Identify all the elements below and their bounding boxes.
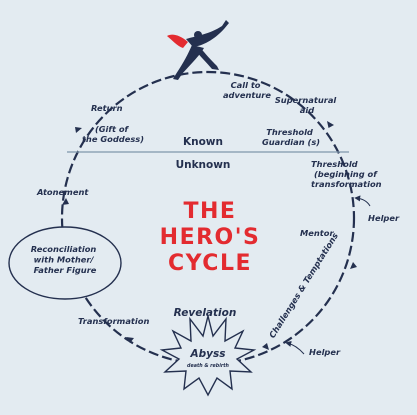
helper-lower-arrow bbox=[285, 340, 305, 355]
cycle-arrow bbox=[75, 127, 82, 133]
transformation-label: Transformation bbox=[78, 316, 149, 326]
cycle-arrow bbox=[126, 337, 134, 343]
supernatural-aid-label: Supernatural aid bbox=[275, 95, 339, 115]
challenges-label: Challenges & Temptations bbox=[267, 231, 340, 340]
threshold-label: Threshold (beginning of transformation bbox=[311, 159, 382, 189]
cycle-arrow bbox=[62, 198, 69, 205]
atonement-label: Atonement bbox=[36, 187, 89, 197]
call-to-adventure-label: Call to adventure bbox=[223, 80, 271, 100]
threshold-guardian-label: Threshold Guardian (s) bbox=[262, 127, 320, 147]
title-line-3: CYCLE bbox=[168, 251, 252, 276]
helper-upper-arrow bbox=[354, 195, 371, 207]
title-line-1: THE bbox=[184, 199, 237, 224]
cycle-arrow bbox=[327, 121, 334, 128]
starburst-icon bbox=[159, 315, 257, 397]
cycle-arrow bbox=[262, 343, 269, 350]
unknown-label: Unknown bbox=[176, 159, 231, 171]
gift-label: (Gift of the Goddess) bbox=[82, 124, 144, 144]
flying-superhero-icon bbox=[167, 20, 229, 80]
reconciliation-bubble bbox=[8, 226, 122, 300]
abyss-label: Abyss bbox=[190, 348, 226, 360]
revelation-label: Revelation bbox=[174, 307, 237, 319]
mentor-label: Mentor bbox=[300, 228, 334, 238]
helper-lower-label: Helper bbox=[309, 347, 341, 357]
helper-upper-label: Helper bbox=[368, 213, 400, 223]
known-label: Known bbox=[183, 136, 223, 148]
cycle-arrow bbox=[350, 262, 357, 269]
reconciliation-label: Reconciliation with Mother/ Father Figur… bbox=[31, 244, 99, 275]
title-line-2: HERO'S bbox=[160, 225, 261, 250]
return-label: Return bbox=[91, 103, 123, 113]
abyss-subtitle: death & rebirth bbox=[187, 363, 230, 369]
